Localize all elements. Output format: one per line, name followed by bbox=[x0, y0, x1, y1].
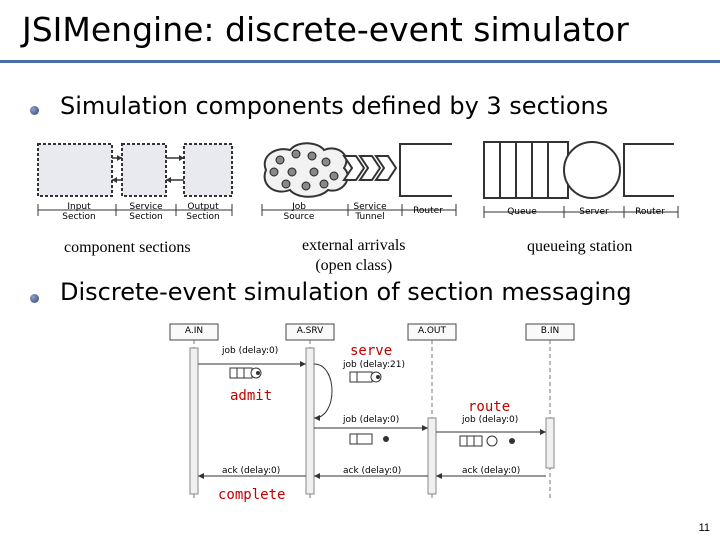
component-sections-diagram bbox=[37, 143, 233, 216]
external-arrivals-caption-line2: (open class) bbox=[315, 257, 393, 274]
message-ack-2: ack (delay:0) bbox=[343, 466, 402, 476]
title-divider bbox=[0, 60, 720, 63]
message-job-2: job (delay:21) bbox=[343, 360, 406, 370]
serve-annotation: serve bbox=[350, 343, 393, 359]
message-job-4: job (delay:0) bbox=[462, 415, 519, 425]
component-sections-caption: component sections bbox=[64, 239, 191, 256]
lifeline-a-in: A.IN bbox=[184, 326, 204, 336]
external-arrivals-diagram bbox=[261, 142, 457, 216]
queue-label: Queue bbox=[507, 207, 537, 217]
sequence-diagram bbox=[160, 318, 585, 504]
queueing-station-caption: queueing station bbox=[527, 238, 633, 255]
service-tunnel-label: Service Tunnel bbox=[353, 202, 387, 222]
lifeline-b-in: B.IN bbox=[540, 326, 560, 336]
message-ack-1: ack (delay:0) bbox=[222, 466, 281, 476]
route-annotation: route bbox=[468, 399, 511, 415]
queueing-station-diagram bbox=[483, 141, 679, 218]
lifeline-a-srv: A.SRV bbox=[296, 326, 324, 336]
message-job-3: job (delay:0) bbox=[343, 415, 400, 425]
job-source-label: Job Source bbox=[283, 202, 315, 222]
message-job-1: job (delay:0) bbox=[222, 346, 279, 356]
router-label-2: Router bbox=[635, 207, 665, 217]
bullet-icon bbox=[30, 106, 39, 115]
page-number: 11 bbox=[698, 522, 710, 534]
server-label: Server bbox=[579, 207, 609, 217]
admit-annotation: admit bbox=[230, 388, 273, 404]
service-section-label: Service Section bbox=[129, 202, 163, 222]
bullet-icon bbox=[30, 294, 39, 303]
bullet-text-1: Simulation components defined by 3 secti… bbox=[60, 92, 609, 120]
lifeline-a-out: A.OUT bbox=[417, 326, 447, 336]
router-label-1: Router bbox=[413, 206, 443, 216]
external-arrivals-caption-line1: external arrivals bbox=[302, 237, 406, 254]
external-arrivals-caption: external arrivals (open class) bbox=[302, 236, 406, 276]
output-section-label: Output Section bbox=[186, 202, 220, 222]
input-section-label: Input Section bbox=[62, 202, 96, 222]
bullet-text-2: Discrete-event simulation of section mes… bbox=[60, 278, 632, 306]
message-ack-3: ack (delay:0) bbox=[462, 466, 521, 476]
complete-annotation: complete bbox=[218, 487, 286, 503]
page-title: JSIMengine: discrete-event simulator bbox=[22, 10, 629, 49]
